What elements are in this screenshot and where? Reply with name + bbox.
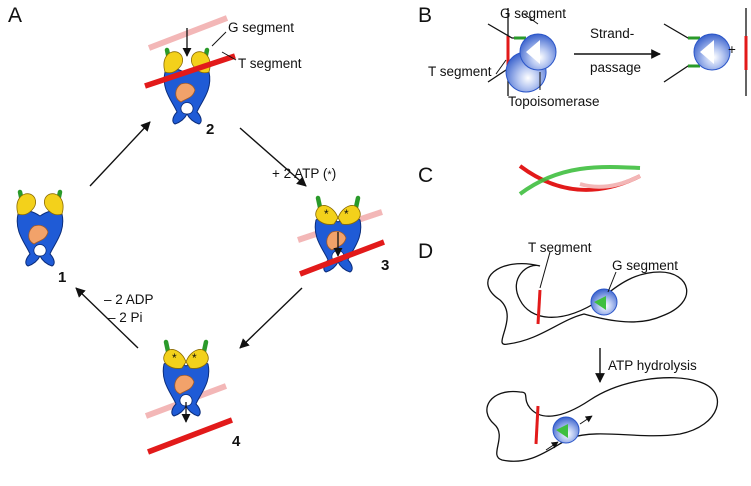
dna-loop-before (487, 263, 688, 345)
g-segment-label-d: G segment (612, 258, 678, 273)
state-1-enzyme (16, 192, 64, 267)
g-segment-label-b: G segment (500, 6, 566, 21)
svg-text:*: * (192, 351, 197, 365)
state-2-enzyme (144, 15, 236, 125)
state-label-2: 2 (206, 121, 214, 138)
arrow-3-to-4 (239, 287, 303, 349)
strand-label: Strand- (590, 26, 634, 41)
pi-release-label: – 2 Pi (108, 310, 143, 325)
dna-loop-after (486, 377, 718, 462)
state-label-1: 1 (58, 269, 66, 286)
plus-sign: + (728, 42, 736, 57)
state-3-enzyme: * * (297, 198, 385, 277)
arrow-1-to-2 (89, 121, 151, 187)
panel-b: G segment T segment Topoisomerase Strand… (428, 6, 748, 109)
g-segment-strand-b (487, 23, 526, 39)
g-segment-pointer (211, 31, 227, 47)
t-segment-pointer (221, 51, 237, 61)
panel-a: 2 G segment T segment 1 * * 3 (16, 15, 389, 455)
panel-label-b: B (418, 4, 432, 27)
state-label-3: 3 (381, 257, 389, 274)
t-segment-label-a: T segment (238, 56, 302, 71)
svg-text:*: * (324, 207, 329, 221)
topoisomerase-label: Topoisomerase (508, 94, 600, 109)
green-strand (518, 165, 641, 196)
passage-label: passage (590, 60, 641, 75)
state-4-enzyme: * * (144, 342, 233, 455)
panel-label-a: A (8, 4, 22, 27)
g-segment-label-a: G segment (228, 20, 294, 35)
atp-step-label: + 2 ATP (*) (272, 166, 336, 181)
arrow-4-to-1 (75, 287, 139, 349)
t-segment-label-d: T segment (528, 240, 592, 255)
atp-hydrolysis-label: ATP hydrolysis (608, 358, 697, 373)
arrow-2-to-3 (239, 127, 307, 187)
panel-c (518, 164, 641, 196)
adp-release-label: – 2 ADP (104, 292, 154, 307)
svg-text:*: * (172, 351, 177, 365)
panel-label-d: D (418, 240, 433, 263)
state-label-4: 4 (232, 433, 241, 450)
panel-d: T segment G segment ATP hydrolysis (486, 240, 718, 462)
t-segment-label-b: T segment (428, 64, 492, 79)
svg-text:*: * (344, 207, 349, 221)
panel-label-c: C (418, 164, 433, 187)
